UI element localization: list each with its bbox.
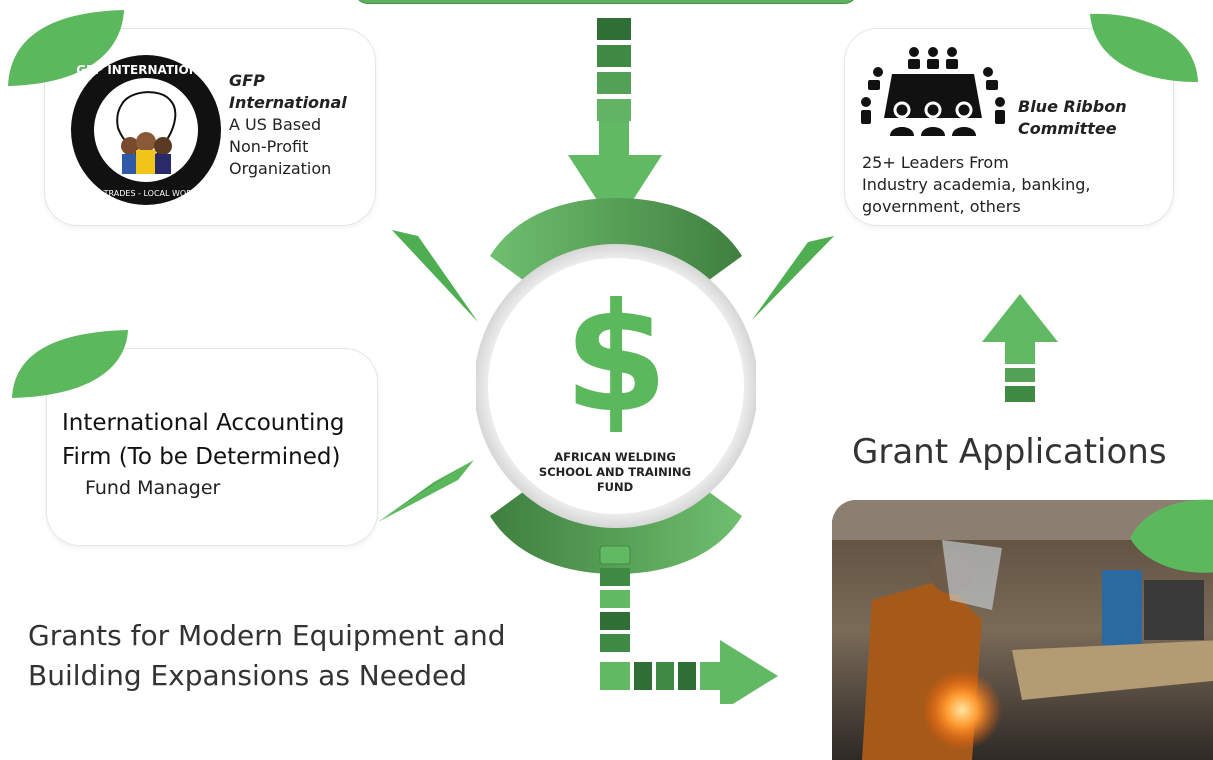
leaf-decoration-photo xyxy=(1130,499,1213,573)
leaf-decoration-left xyxy=(12,330,128,398)
accounting-title: International Accounting Firm (To be Det… xyxy=(62,406,422,474)
committee-desc-line3: government, others xyxy=(862,197,1021,216)
fund-label-line1: AFRICAN WELDING xyxy=(554,450,676,464)
gfp-desc-line1: A US Based xyxy=(229,115,322,134)
gfp-desc-line3: Organization xyxy=(229,159,332,178)
grants-output-label: Grants for Modern Equipment and Building… xyxy=(28,616,608,696)
grants-output-line2: Building Expansions as Needed xyxy=(28,659,467,692)
dollar-sign-icon: $ xyxy=(563,272,669,446)
pointer-from-gfp xyxy=(392,230,478,322)
grants-output-line1: Grants for Modern Equipment and xyxy=(28,619,506,652)
leaf-decoration-top-left xyxy=(8,10,124,86)
committee-title-line1: Blue Ribbon xyxy=(1018,97,1127,116)
l-arrow-to-photo xyxy=(599,545,778,704)
up-arrow-grant-applications xyxy=(982,294,1058,402)
committee-title: Blue Ribbon Committee xyxy=(1018,96,1158,140)
gfp-desc-line2: Non-Profit xyxy=(229,137,309,156)
fund-circle-graphic xyxy=(476,198,756,574)
pointer-from-accounting xyxy=(378,460,474,522)
committee-desc-line2: Industry academia, banking, xyxy=(862,175,1091,194)
committee-description: 25+ Leaders From Industry academia, bank… xyxy=(862,152,1162,218)
gfp-title-line1: GFP xyxy=(229,71,265,90)
accounting-card xyxy=(46,348,378,546)
conference-table-icon xyxy=(861,47,1005,136)
gfp-title-line2: International xyxy=(229,93,347,112)
fund-label: AFRICAN WELDING SCHOOL AND TRAINING FUND xyxy=(522,450,708,495)
top-green-bar xyxy=(354,0,858,4)
accounting-title-line1: International Accounting xyxy=(62,410,345,436)
committee-title-line2: Committee xyxy=(1018,119,1117,138)
down-arrow-top xyxy=(568,18,662,228)
gfp-logo-ring-bottom: SKILLED TRADES - LOCAL WORKFORCE xyxy=(70,189,222,198)
pointer-from-committee xyxy=(752,236,834,320)
accounting-role: Fund Manager xyxy=(85,477,221,499)
fund-label-line3: FUND xyxy=(596,480,634,494)
gfp-logo: GFP INTERNATIONAL SKILLED TRADES - LOCAL… xyxy=(70,55,222,205)
grant-applications-label: Grant Applications xyxy=(852,432,1167,472)
committee-desc-line1: 25+ Leaders From xyxy=(862,153,1009,172)
leaf-decoration-top-right xyxy=(1090,13,1198,83)
fund-label-line2: SCHOOL AND TRAINING xyxy=(538,465,692,479)
gfp-logo-ring-top: GFP INTERNATIONAL xyxy=(76,63,216,77)
accounting-title-line2: Firm (To be Determined) xyxy=(62,444,341,470)
gfp-text-block: GFP International A US Based Non-Profit … xyxy=(229,70,369,180)
